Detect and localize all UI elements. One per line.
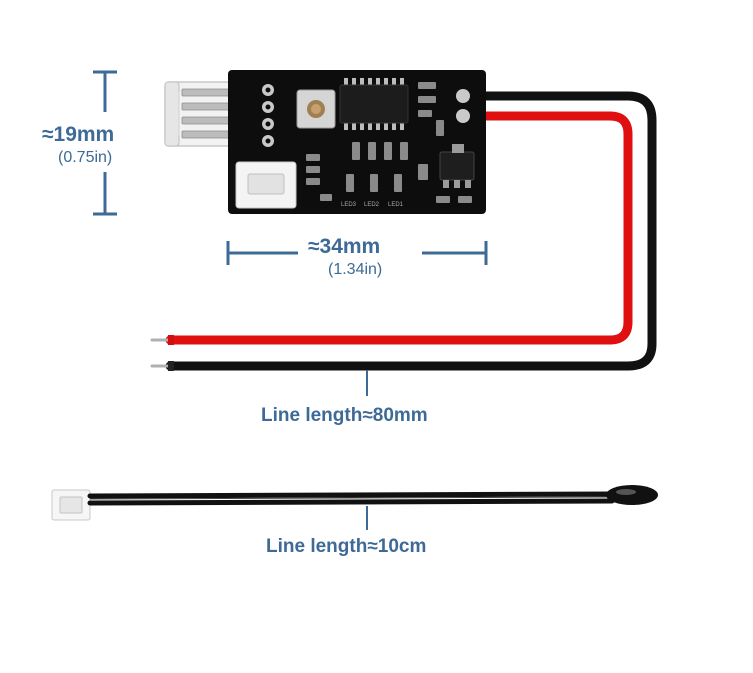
push-button-switch — [296, 89, 336, 129]
led1-label: LED1 — [388, 202, 404, 208]
pcb-board: LED3 LED2 LED1 — [228, 70, 486, 214]
ic-chip — [339, 78, 409, 130]
wire-length-label: Line length≈80mm — [261, 405, 428, 426]
width-dimension-line — [226, 241, 488, 265]
probe-connector — [235, 161, 297, 209]
led3-label: LED3 — [341, 202, 357, 208]
width-dimension-label: ≈34mm — [308, 235, 381, 258]
height-dimension-line — [93, 70, 117, 216]
height-dimension-label: ≈19mm — [42, 123, 115, 146]
probe-length-label: Line length≈10cm — [266, 536, 427, 557]
board-wires — [150, 91, 657, 371]
led2-label: LED2 — [364, 202, 380, 208]
height-dimension-inch-label: (0.75in) — [58, 149, 113, 166]
thermistor-probe — [51, 485, 658, 521]
voltage-regulator — [439, 144, 475, 188]
width-dimension-inch-label: (1.34in) — [328, 261, 383, 278]
